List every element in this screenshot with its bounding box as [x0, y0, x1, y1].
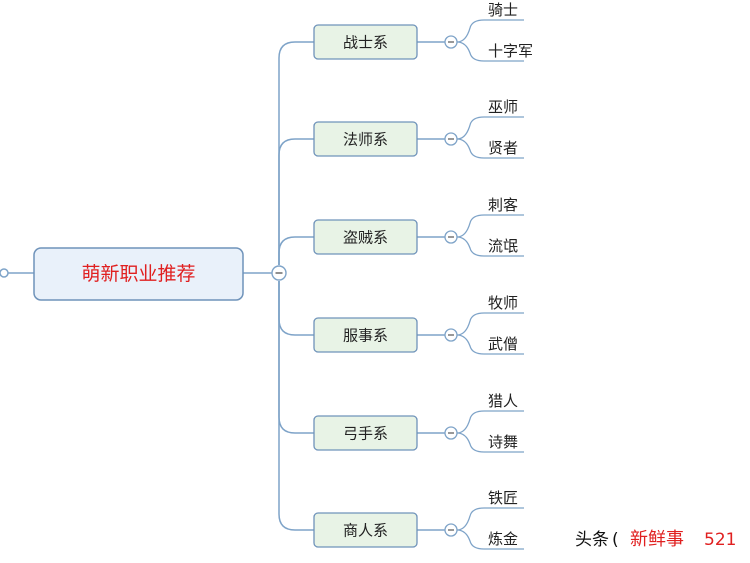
leaf-node-label[interactable]: 刺客 — [488, 196, 518, 214]
branch-node-box — [313, 512, 418, 548]
branch-node-box — [313, 317, 418, 353]
leaf-connector — [456, 236, 524, 257]
leaf-connector — [456, 214, 524, 238]
branch-node-label: 盗贼系 — [343, 229, 388, 247]
branch-node-label: 战士系 — [343, 34, 388, 52]
watermark-prefix: 头条 — [575, 530, 609, 550]
leaf-connector — [456, 507, 524, 531]
leaf-node-label[interactable]: 骑士 — [488, 1, 518, 19]
branch-node-box — [313, 24, 418, 60]
leaf-node-label[interactable]: 诗舞 — [488, 433, 518, 451]
leaf-connector — [456, 19, 524, 43]
watermark-name: 新鲜事 — [630, 529, 684, 550]
branch-node[interactable]: 法师系 — [313, 121, 418, 157]
minus-circle-icon[interactable] — [444, 230, 458, 244]
open-circle-icon[interactable] — [0, 268, 9, 278]
connectors — [243, 19, 524, 550]
leaf-connector — [456, 410, 524, 434]
leaf-node-label[interactable]: 贤者 — [488, 139, 518, 157]
leaf-connector — [456, 529, 524, 550]
minus-circle-icon[interactable] — [444, 328, 458, 342]
branch-node-label: 法师系 — [343, 131, 388, 149]
root-node-label: 萌新职业推荐 — [81, 263, 195, 285]
branch-connector — [278, 138, 314, 265]
leaf-node-label[interactable]: 铁匠 — [488, 489, 518, 507]
branch-connector — [278, 281, 314, 434]
leaf-node-label[interactable]: 十字军 — [488, 42, 533, 60]
leaf-connector — [456, 41, 524, 62]
minus-circle-icon[interactable] — [444, 132, 458, 146]
minus-circle-icon[interactable] — [444, 426, 458, 440]
branch-connector — [278, 281, 314, 531]
branch-node-label: 商人系 — [343, 522, 388, 540]
leaf-node-label[interactable]: 巫师 — [488, 98, 518, 116]
leaf-connector — [456, 334, 524, 355]
leaf-connector — [456, 312, 524, 336]
branch-node[interactable]: 弓手系 — [313, 415, 418, 451]
leaf-node-label[interactable]: 炼金 — [488, 530, 518, 548]
minus-circle-icon[interactable] — [444, 35, 458, 49]
branch-node[interactable]: 商人系 — [313, 512, 418, 548]
minus-circle-icon[interactable] — [271, 265, 287, 281]
leaf-node-label[interactable]: 猎人 — [488, 392, 518, 410]
branch-node-box — [313, 415, 418, 451]
watermark-number: 521 — [704, 530, 736, 550]
branch-node-label: 服事系 — [343, 327, 388, 345]
branch-node-box — [313, 121, 418, 157]
leaf-node-label[interactable]: 武僧 — [488, 335, 518, 353]
leaf-connector — [456, 138, 524, 159]
branch-node-label: 弓手系 — [343, 425, 388, 443]
branch-node[interactable]: 盗贼系 — [313, 219, 418, 255]
leaf-connector — [456, 116, 524, 140]
minus-circle-icon[interactable] — [444, 523, 458, 537]
leaf-node-label[interactable]: 流氓 — [488, 237, 518, 255]
branch-connector — [278, 281, 314, 336]
watermark: 头条 ( 新鲜事 521 — [575, 529, 736, 550]
branch-connector — [278, 236, 314, 265]
root-node-box — [33, 247, 244, 301]
branch-node-box — [313, 219, 418, 255]
leaf-node-label[interactable]: 牧师 — [488, 294, 518, 312]
leaf-connector — [456, 432, 524, 453]
branch-node[interactable]: 战士系 — [313, 24, 418, 60]
branch-node[interactable]: 服事系 — [313, 317, 418, 353]
branch-connector — [278, 41, 314, 265]
root-node[interactable]: 萌新职业推荐 — [0, 247, 244, 301]
watermark-mark: ( — [612, 530, 619, 550]
